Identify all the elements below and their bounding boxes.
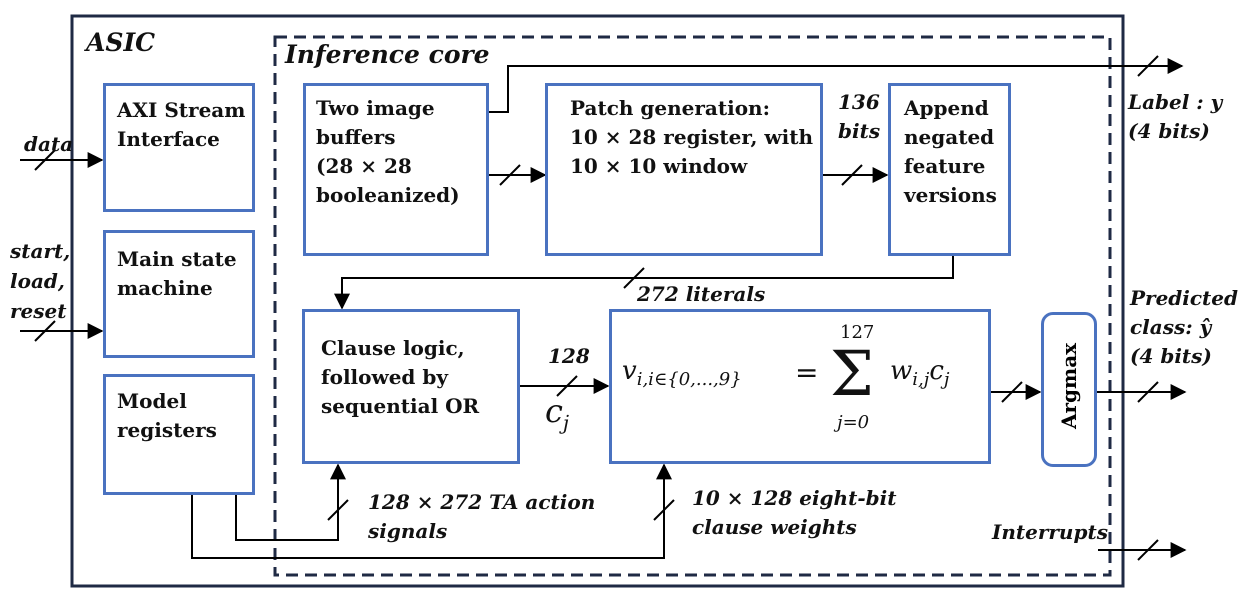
inference-core-title: Inference core [285, 40, 490, 69]
formula-sigma: Σ [830, 337, 874, 410]
model-registers-block: Model registers [103, 374, 255, 495]
append-negated-block: Append negated feature versions [888, 83, 1011, 256]
formula-upper-limit: 127 [840, 322, 875, 343]
buffers-bus-tick [499, 164, 521, 186]
weights-arrow [191, 463, 672, 559]
clause-logic-label: Clause logic, followed by sequential OR [321, 336, 480, 418]
data-signal-label: data [24, 132, 74, 156]
patch-generation-block: Patch generation: 10 × 28 register, with… [545, 83, 823, 256]
clause-logic-block: Clause logic, followed by sequential OR [302, 309, 520, 464]
sum-bus-tick [1001, 381, 1023, 403]
label-arrow [488, 58, 1184, 113]
data-bus-tick [34, 149, 56, 171]
clause-bus-tick [556, 375, 578, 397]
state-machine-label: Main state machine [117, 247, 237, 300]
predicted-bus-tick [1137, 381, 1159, 403]
control-bus-tick [34, 320, 56, 342]
weighted-sum-block: vi,i∈{0,...,9} = 127 Σ j=0 wi,jcj [609, 309, 991, 464]
axi-stream-block: AXI Stream Interface [103, 83, 255, 212]
predicted-class-label: Predicted class: ŷ (4 bits) [1130, 286, 1239, 368]
patch-bus-tick [841, 164, 863, 186]
ta-bus-tick [327, 499, 349, 521]
argmax-label: Argmax [1057, 342, 1081, 429]
append-negated-label: Append negated feature versions [904, 96, 997, 207]
formula-lhs: vi,i∈{0,...,9} [622, 356, 742, 391]
weights-bus-tick [653, 499, 675, 521]
interrupts-bus-tick [1137, 539, 1159, 561]
interrupts-label: Interrupts [992, 520, 1108, 544]
label-output-label: Label : y (4 bits) [1128, 90, 1223, 143]
asic-title: ASIC [86, 28, 156, 57]
control-signals-label: start, load, reset [10, 239, 71, 323]
clause-weights-label: 10 × 128 eight-bit clause weights [692, 486, 897, 539]
patch-generation-label: Patch generation: 10 × 28 register, with… [570, 96, 813, 178]
inference-core-frame [273, 35, 1112, 577]
clause-count-label: 128 [548, 344, 590, 368]
label-bus-tick [1137, 55, 1159, 77]
asic-frame [70, 14, 1125, 588]
bus-width-136-label: 136 bits [838, 90, 881, 143]
formula-lower-limit: j=0 [837, 412, 870, 433]
image-buffers-label: Two image buffers (28 × 28 booleanized) [316, 96, 460, 207]
state-machine-block: Main state machine [103, 230, 255, 358]
model-registers-label: Model registers [117, 389, 217, 442]
literals-arrow [334, 256, 954, 310]
cj-label: cj [545, 392, 570, 435]
argmax-block: Argmax [1041, 312, 1097, 467]
ta-signals-label: 128 × 272 TA action signals [368, 490, 596, 543]
ta-signals-arrow [235, 463, 346, 541]
image-buffers-block: Two image buffers (28 × 28 booleanized) [303, 83, 489, 256]
axi-stream-label: AXI Stream Interface [117, 98, 246, 151]
formula-rhs: wi,jcj [890, 356, 950, 391]
literals-bus-tick [623, 267, 645, 289]
literals-label: 272 literals [637, 282, 766, 306]
formula-equals: = [795, 356, 819, 389]
